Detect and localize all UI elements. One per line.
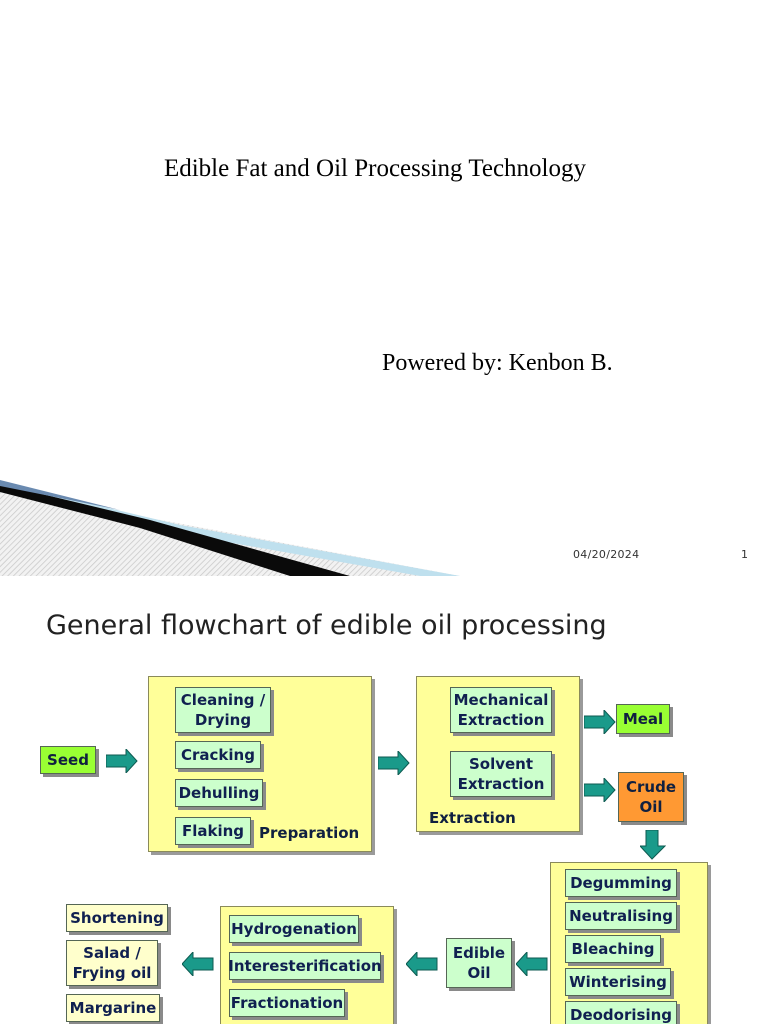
step-fractionation: Fractionation [229, 989, 345, 1017]
page-number: 1 [741, 548, 748, 561]
step-cleaning-drying: Cleaning / Drying [175, 687, 271, 733]
arrow-right-icon [106, 749, 138, 773]
slide-author: Powered by: Kenbon B. [382, 350, 613, 376]
step-bleaching: Bleaching [565, 935, 661, 963]
product-shortening: Shortening [66, 904, 168, 932]
product-salad-frying-oil: Salad / Frying oil [66, 940, 158, 986]
crude-oil-box: Crude Oil [618, 772, 684, 822]
step-dehulling: Dehulling [175, 779, 263, 807]
step-flaking: Flaking [175, 817, 251, 845]
slide-date: 04/20/2024 [573, 548, 640, 561]
arrow-left-icon [182, 952, 214, 976]
slide-title: Edible Fat and Oil Processing Technology [163, 155, 587, 182]
decorative-swoosh [0, 480, 460, 576]
step-interesterification: Interesterification [228, 952, 382, 980]
extraction-label: Extraction [429, 809, 516, 827]
step-winterising: Winterising [565, 968, 671, 996]
refining-group: Degumming Neutralising Bleaching Winteri… [550, 862, 708, 1024]
seed-box: Seed [40, 746, 96, 774]
preparation-group: Cleaning / Drying Cracking Dehulling Fla… [148, 676, 372, 852]
step-mechanical-extraction: Mechanical Extraction [450, 687, 552, 733]
edible-oil-box: Edible Oil [446, 938, 512, 988]
arrow-right-icon [584, 710, 616, 734]
title-slide: Edible Fat and Oil Processing Technology… [0, 155, 748, 576]
step-cracking: Cracking [175, 741, 261, 769]
preparation-label: Preparation [259, 824, 360, 842]
meal-box: Meal [616, 704, 670, 734]
extraction-group: Mechanical Extraction Solvent Extraction… [416, 676, 580, 832]
flowchart-slide: General flowchart of edible oil processi… [0, 586, 768, 1024]
step-solvent-extraction: Solvent Extraction [450, 751, 552, 797]
arrow-left-icon [516, 952, 548, 976]
step-degumming: Degumming [565, 869, 677, 897]
modification-group: Hydrogenation Interesterification Fracti… [220, 906, 394, 1024]
step-neutralising: Neutralising [565, 902, 677, 930]
step-hydrogenation: Hydrogenation [229, 915, 359, 943]
arrow-right-icon [584, 778, 616, 802]
product-margarine: Margarine [66, 994, 160, 1022]
arrow-left-icon [406, 952, 438, 976]
arrow-down-icon [640, 830, 666, 860]
slide-title: General flowchart of edible oil processi… [46, 610, 607, 641]
step-deodorising: Deodorising [565, 1001, 677, 1024]
arrow-right-icon [378, 751, 410, 775]
